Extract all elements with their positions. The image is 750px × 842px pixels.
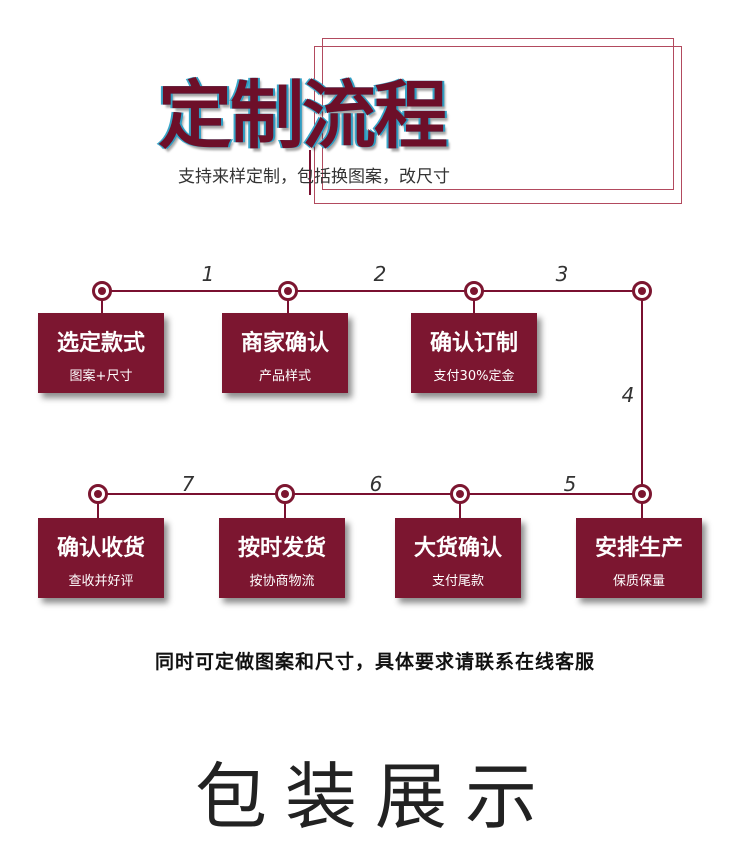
step-title: 确认收货 xyxy=(56,536,145,561)
step-node-7 xyxy=(275,484,295,504)
decor-frame-outer xyxy=(314,46,682,204)
custom-note: 同时可定做图案和尺寸，具体要求请联系在线客服 xyxy=(154,651,595,673)
step-desc: 查收并好评 xyxy=(68,574,134,589)
decor-divider xyxy=(309,150,311,195)
step-number-1: 1 xyxy=(201,262,215,286)
step-desc: 产品样式 xyxy=(258,369,311,384)
step-card-merchant-confirm: 商家确认 产品样式 xyxy=(222,313,348,393)
step-number-7: 7 xyxy=(181,472,195,496)
page-title: 定制流程 xyxy=(158,73,448,159)
step-number-3: 3 xyxy=(555,262,569,286)
step-node-2 xyxy=(278,281,298,301)
step-number-4: 4 xyxy=(621,383,635,407)
step-title: 按时发货 xyxy=(237,536,326,561)
step-node-1 xyxy=(92,281,112,301)
step-card-shipping: 按时发货 按协商物流 xyxy=(219,518,345,598)
process-connector-lines xyxy=(97,290,643,520)
step-title: 选定款式 xyxy=(56,331,145,356)
step-card-production: 安排生产 保质保量 xyxy=(576,518,702,598)
section-title-packaging: 包装展示 xyxy=(194,755,555,839)
step-node-6 xyxy=(450,484,470,504)
step-desc: 支付30%定金 xyxy=(433,369,515,384)
step-node-8 xyxy=(88,484,108,504)
step-card-select-style: 选定款式 图案+尺寸 xyxy=(38,313,164,393)
step-title: 商家确认 xyxy=(240,331,329,356)
step-desc: 图案+尺寸 xyxy=(69,369,133,384)
step-desc: 支付尾款 xyxy=(431,574,484,589)
page-subtitle: 支持来样定制，包括换图案，改尺寸 xyxy=(178,167,450,187)
step-node-3 xyxy=(464,281,484,301)
step-card-bulk-confirm: 大货确认 支付尾款 xyxy=(395,518,521,598)
step-title: 大货确认 xyxy=(413,536,502,561)
step-card-confirm-order: 确认订制 支付30%定金 xyxy=(411,313,537,393)
step-number-5: 5 xyxy=(563,472,577,496)
decor-frame-inner xyxy=(322,38,674,190)
step-number-2: 2 xyxy=(373,262,387,286)
step-card-receive: 确认收货 查收并好评 xyxy=(38,518,164,598)
step-number-6: 6 xyxy=(369,472,383,496)
step-node-4 xyxy=(632,281,652,301)
step-title: 安排生产 xyxy=(594,536,683,561)
step-desc: 保质保量 xyxy=(612,574,665,589)
step-desc: 按协商物流 xyxy=(249,574,315,589)
step-node-5 xyxy=(632,484,652,504)
step-title: 确认订制 xyxy=(429,331,518,356)
